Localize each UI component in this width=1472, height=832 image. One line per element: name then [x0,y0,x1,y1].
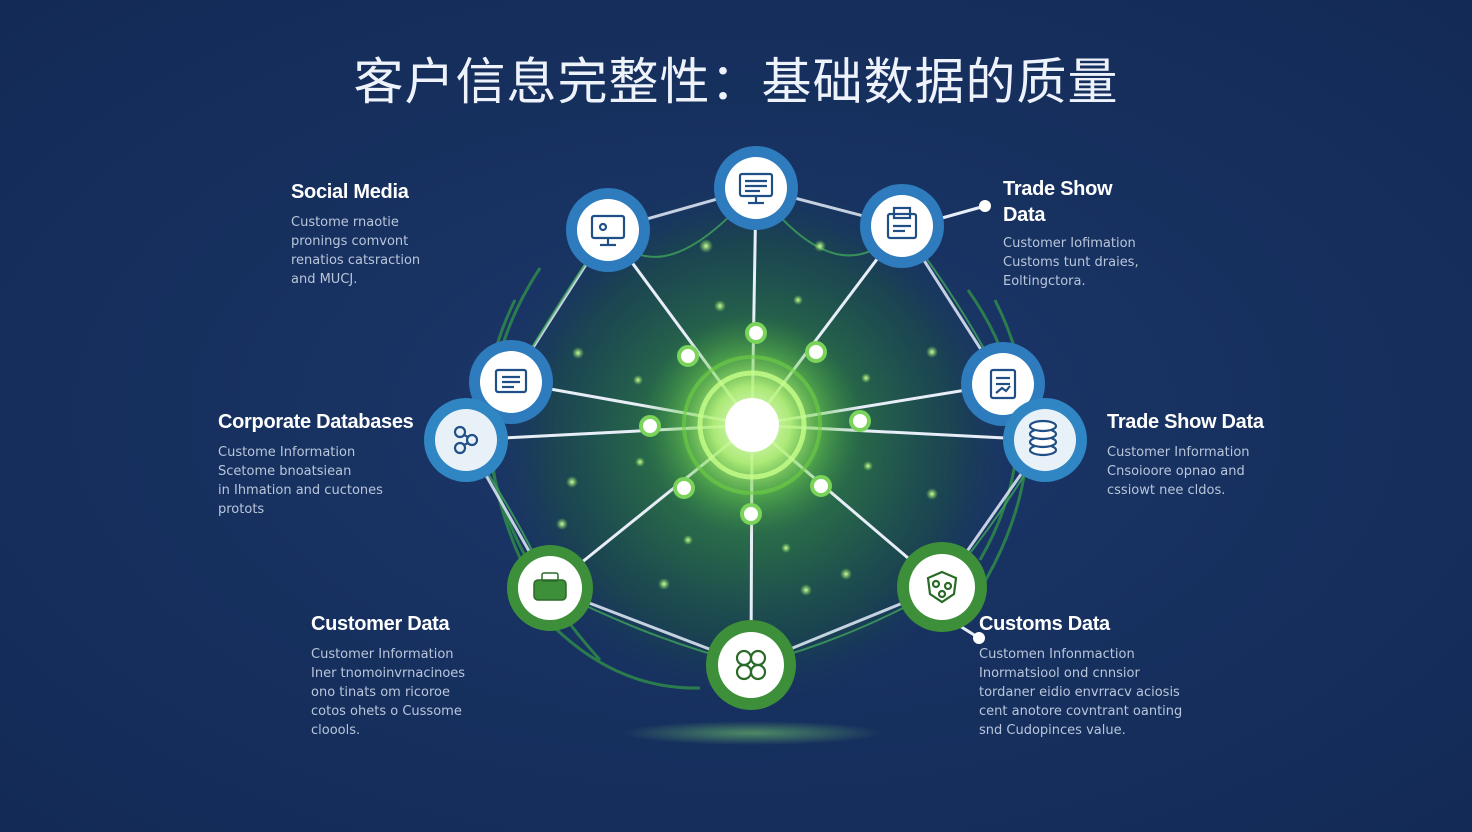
node-upper-right[interactable] [860,184,944,268]
briefcase-data-icon [533,572,567,601]
description-line: Iner tnomoinvrnacinoes [311,666,466,681]
description-line: Custome rnaotie [291,215,399,230]
label-heading: Customer Data [311,613,450,635]
hub-core [725,398,779,452]
label-heading: Social Media [291,181,409,203]
node-upper-left[interactable] [566,188,650,272]
label-description: Custome rnaotie pronings comvont renatio… [291,213,491,289]
description-line: cloools. [311,723,361,738]
printer-document-icon [886,206,918,240]
description-line: and MUCJ. [291,272,358,287]
description-line: Eoltingctora. [1003,274,1086,289]
floor-glow [622,721,882,745]
document-chart-icon [989,368,1017,400]
description-line: Customer Information [1107,445,1250,460]
description-line: tordaner eidio envrracv aciosis [979,685,1180,700]
database-record-icon [494,368,528,394]
node-top[interactable] [714,146,798,230]
monitor-data-icon [738,172,774,205]
diagram-title: 客户信息完整性：基础数据的质量 [353,53,1119,111]
description-line: ono tinats om ricoroe [311,685,451,700]
label-description: Customer Information Iner tnomoinvrnacin… [311,645,511,740]
description-line: Customs tunt draies, [1003,255,1139,270]
description-line: Customer Iofimation [1003,236,1136,251]
label-social-media: Social Media Custome rnaotie pronings co… [291,179,491,289]
node-left[interactable] [424,398,508,482]
label-heading: Trade Show Data [1003,176,1203,228]
label-trade-show-data: Trade Show Data Customer Information Cns… [1107,409,1307,500]
description-line: protots [218,502,265,517]
shield-network-icon [926,570,958,604]
label-customer-data: Customer Data Customer Information Iner … [311,611,511,740]
node-left-upper[interactable] [469,340,553,424]
node-bottom[interactable] [706,620,796,710]
description-line: Cnsoioore opnao and [1107,464,1245,479]
node-lower-right[interactable] [897,542,987,632]
network-nodes-icon [453,425,479,455]
label-trade-show-data-top: Trade Show Data Customer Iofimation Cust… [1003,176,1203,291]
description-line: Inormatsiool ond cnnsior [979,666,1140,681]
description-line: cssiowt nee cldos. [1107,483,1226,498]
label-heading: Corporate Databases [218,411,414,433]
node-right[interactable] [1003,398,1087,482]
description-line: renatios catsraction [291,253,421,268]
label-description: Customer Information Cnsoioore opnao and… [1107,443,1307,500]
description-line: snd Cudopinces value. [979,723,1126,738]
particles [556,239,938,596]
storage-stack-icon [1028,419,1058,457]
description-line: Customen Infonmaction [979,647,1135,662]
description-line: cotos ohets o Cussome [311,704,462,719]
label-customs-data: Customs Data Customen Infonmaction Inorm… [979,611,1209,740]
description-line: Scetome bnoatsiean [218,464,352,479]
hub-ring [697,370,807,480]
label-description: Customen Infonmaction Inormatsiool ond c… [979,645,1209,740]
node-lower-left[interactable] [507,545,593,631]
cluster-icon [735,649,767,681]
description-line: in Ihmation and cuctones [218,483,383,498]
junction-nodes [639,322,871,525]
description-line: pronings comvont [291,234,409,249]
computer-screen-icon [590,214,626,247]
label-description: Customer Iofimation Customs tunt draies,… [1003,234,1203,291]
hub-ring-outer [682,355,822,495]
heading-line: Trade Show [1003,178,1113,200]
description-line: Customer Information [311,647,454,662]
description-line: cent anotore covntrant oanting [979,704,1183,719]
label-corporate-databases: Corporate Databases Custome Information … [218,409,448,519]
description-line: Custome Information [218,445,356,460]
heading-line: Data [1003,204,1046,226]
label-description: Custome Information Scetome bnoatsiean i… [218,443,448,519]
label-heading: Trade Show Data [1107,411,1264,433]
label-heading: Customs Data [979,613,1110,635]
